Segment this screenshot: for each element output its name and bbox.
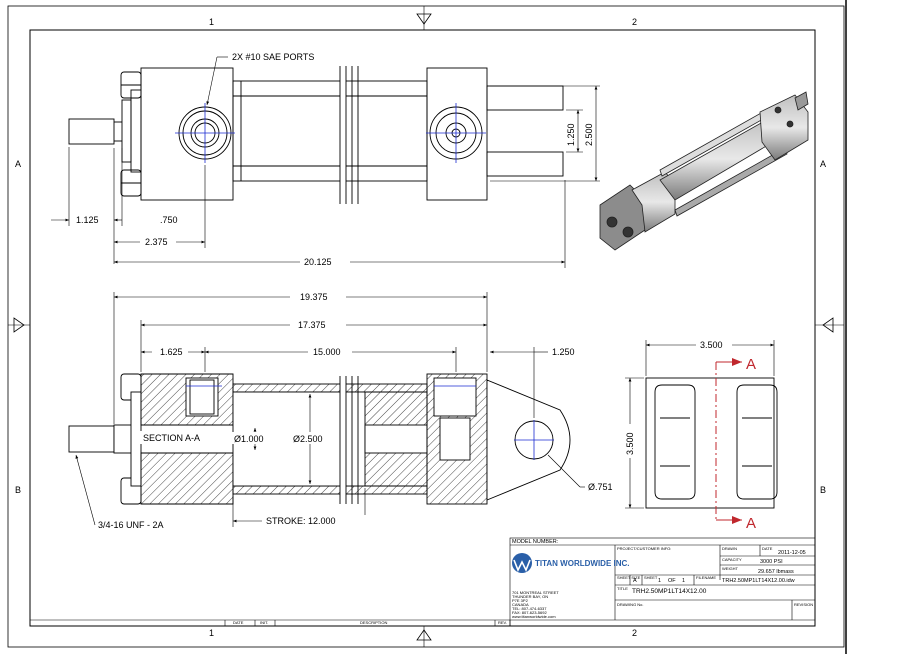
sheet-size-label: SHEET SIZE xyxy=(617,575,641,580)
port-centerlines xyxy=(175,103,486,163)
section-marker-bottom: A xyxy=(746,515,756,532)
dim-15000: 15.000 xyxy=(313,347,341,357)
project-label: PROJECT/CUSTOMER INFO: xyxy=(617,546,671,551)
dim-1250-vertical: 1.250 xyxy=(566,123,576,146)
weight-value: 29.657 lbmass xyxy=(758,569,794,575)
dim-20125: 20.125 xyxy=(304,257,332,267)
zone-bottom-2: 2 xyxy=(632,628,637,638)
dim-pin-diameter: Ø.751 xyxy=(588,482,613,492)
section-marker-top: A xyxy=(746,356,756,373)
zone-right-a: A xyxy=(820,159,826,169)
company-logo xyxy=(512,553,532,573)
zone-top-2: 2 xyxy=(632,17,637,27)
capacity-label: CAPACITY xyxy=(722,557,742,562)
weight-label: WEIGHT xyxy=(722,566,739,571)
end-view-width: 3.500 xyxy=(700,340,723,350)
zone-left-a: A xyxy=(15,159,21,169)
dim-1250-clevis: 1.250 xyxy=(552,347,575,357)
isometric-view xyxy=(599,91,809,251)
sheet-value: 1 xyxy=(658,578,661,584)
title-block xyxy=(30,537,816,627)
filename-value: TRH2.50MP1LT14X12.00.idw xyxy=(722,578,795,584)
thread-callout: 3/4-16 UNF - 2A xyxy=(98,520,164,530)
dim-2500-vertical: 2.500 xyxy=(584,123,594,146)
dim-2375: 2.375 xyxy=(145,237,168,247)
of-label: OF xyxy=(668,578,676,584)
dim-750: .750 xyxy=(160,215,178,225)
rev-date-header: DATE xyxy=(233,620,244,625)
stroke-dimension: STROKE: 12.000 xyxy=(266,516,336,526)
drawing-no-label: DRAWING No. xyxy=(617,602,644,607)
revision-label: REVISION xyxy=(794,602,813,607)
dim-19375: 19.375 xyxy=(300,292,328,302)
filename-label: FILENAME xyxy=(696,575,716,580)
sheet-border xyxy=(7,0,847,654)
end-view-height: 3.500 xyxy=(625,432,635,455)
zone-right-b: B xyxy=(820,485,826,495)
dim-17375: 17.375 xyxy=(298,320,326,330)
section-centerlines xyxy=(186,385,554,460)
dim-1625: 1.625 xyxy=(160,347,183,357)
center-mark-right-icon xyxy=(822,317,834,333)
zone-bottom-1: 1 xyxy=(209,628,214,638)
rev-description-header: DESCRIPTION xyxy=(360,620,387,625)
dim-rod-diameter: Ø1.000 xyxy=(234,434,264,444)
ports-callout: 2X #10 SAE PORTS xyxy=(232,52,314,62)
address-line-7: www.titanworldwide.com xyxy=(512,614,556,619)
title-value: TRH2.50MP1LT14X12.00 xyxy=(632,588,707,595)
sheet-label: SHEET xyxy=(644,575,658,580)
company-name: TITAN WORLDWIDE INC. xyxy=(535,559,630,568)
address-line-6: FAX: 807-623-5692 xyxy=(512,610,547,615)
date-value: 2011-12-05 xyxy=(778,550,806,556)
top-view xyxy=(68,66,564,204)
section-line-a xyxy=(715,358,742,524)
center-mark-bottom-icon xyxy=(416,629,432,641)
section-label: SECTION A-A xyxy=(143,433,200,443)
center-mark-top-icon xyxy=(416,13,432,25)
rev-initials-header: INIT. xyxy=(260,620,268,625)
model-number-label: MODEL NUMBER: xyxy=(512,539,559,545)
drawn-label: DRAWN xyxy=(722,546,737,551)
date-label: DATE xyxy=(762,546,773,551)
title-label: TITLE xyxy=(617,586,628,591)
address-line-5: TEL: 807-474-6337 xyxy=(512,606,547,611)
address-line-3: P7E 3P2 xyxy=(512,598,529,603)
dim-1125: 1.125 xyxy=(76,215,99,225)
capacity-value: 3000 PSI xyxy=(760,559,783,565)
rev-header: REV. xyxy=(498,620,507,625)
address-line-4: CANADA xyxy=(512,602,529,607)
top-view-dimensions xyxy=(51,56,600,268)
zone-left-b: B xyxy=(15,485,21,495)
zone-top-1: 1 xyxy=(209,17,214,27)
address-line-2: THUNDER BAY, ON xyxy=(512,594,548,599)
sheet-size-value: A xyxy=(633,578,637,584)
address-line-1: 701 MONTREAL STREET xyxy=(512,590,559,595)
dim-bore-diameter: Ø2.500 xyxy=(293,434,323,444)
center-mark-left-icon xyxy=(13,317,25,333)
of-value: 1 xyxy=(682,578,685,584)
